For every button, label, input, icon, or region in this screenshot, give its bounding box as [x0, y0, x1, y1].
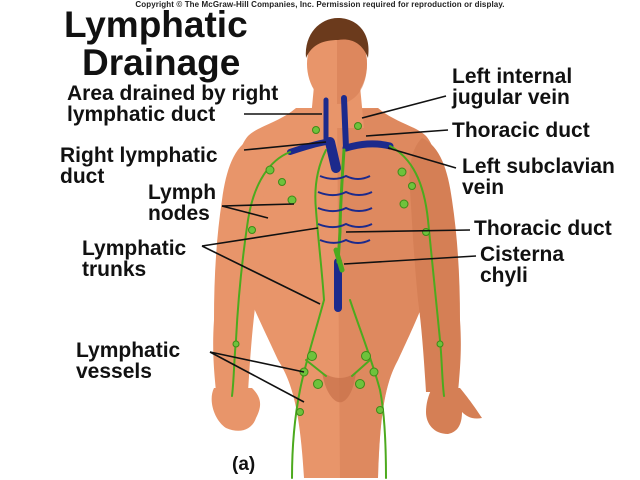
lymph-node — [278, 178, 286, 186]
label-lymphatic-trunks: Lymphatic trunks — [82, 238, 186, 280]
diagram-title-line-2: Drainage — [82, 42, 241, 83]
leader-lymphatic-trunks-b — [201, 245, 321, 305]
label-line: Lymphatic — [82, 237, 187, 260]
superior-vena-cava — [325, 137, 341, 173]
label-line: Lymph — [148, 181, 217, 204]
lymphatic-vessel-right-arm — [231, 151, 291, 397]
diagram-title-line-1: Lymphatic — [64, 4, 248, 45]
lymphatic-vessel-left-arm — [389, 145, 445, 397]
leader-lymph-nodes-a — [221, 205, 269, 219]
lymph-node — [376, 406, 384, 414]
lymph-node — [313, 379, 323, 389]
left-subclavian-vein — [342, 140, 394, 152]
label-line: duct — [60, 165, 105, 188]
label-line: Left internal — [452, 65, 573, 88]
label-lymphatic-vessels: Lymphatic vessels — [76, 340, 180, 382]
label-left-internal-jugular-vein: Left internal jugular vein — [452, 66, 572, 108]
lymph-node — [232, 340, 240, 348]
intercostal-vessel — [317, 206, 373, 212]
leader-thoracic-duct-upper — [365, 129, 449, 137]
label-area-drained-by-right-lymphatic-duct: Area drained by right lymphatic duct — [67, 83, 278, 125]
label-line: jugular vein — [452, 86, 570, 109]
intercostal-vessels — [317, 174, 373, 244]
label-line: Thoracic duct — [452, 119, 590, 142]
lymph-node — [296, 408, 304, 416]
lymphatic-vessel-left-leg — [349, 299, 387, 479]
leader-cisterna-chyli — [343, 255, 477, 265]
thoracic-duct — [336, 148, 346, 264]
left-arm — [409, 138, 461, 392]
intercostal-vessel — [319, 174, 371, 180]
lymph-node — [307, 351, 317, 361]
label-line: Area drained by right — [67, 82, 279, 105]
right-hand — [211, 388, 261, 431]
intercostal-vessel — [317, 222, 373, 228]
lymph-node — [355, 379, 365, 389]
copyright-notice: Copyright © The McGraw-Hill Companies, I… — [135, 0, 505, 9]
panel-letter: (a) — [232, 454, 256, 475]
veins — [287, 95, 394, 312]
lymphatic-vessel-groin-left — [351, 359, 371, 377]
leader-lymphatic-trunks-a — [201, 227, 319, 247]
label-line: lymphatic duct — [67, 103, 216, 126]
left-hand — [426, 388, 482, 434]
label-thoracic-duct-upper: Thoracic duct — [452, 120, 590, 141]
lymph-node — [361, 351, 371, 361]
label-line: Lymphatic — [76, 339, 181, 362]
lymph-nodes — [232, 122, 444, 416]
label-line: Left subclavian — [462, 155, 615, 178]
lymph-node — [399, 199, 409, 209]
left-internal-jugular-vein — [341, 95, 349, 151]
lymph-node — [408, 182, 416, 190]
lymph-node — [369, 367, 379, 377]
lymph-node — [287, 195, 297, 205]
label-line: vein — [462, 176, 505, 199]
label-line: Cisterna — [480, 243, 565, 266]
intercostal-vessel — [319, 238, 371, 244]
lymphatic-vessel-groin-right — [305, 359, 327, 377]
lymphatic-network — [231, 145, 445, 479]
groin-shade — [322, 372, 356, 403]
lymph-node — [354, 122, 362, 130]
lymph-node — [312, 126, 320, 134]
label-line: chyli — [480, 264, 528, 287]
label-cisterna-chyli: Cisterna chyli — [480, 244, 564, 286]
lymphatic-vessel-right-leg — [291, 299, 325, 479]
leader-lymphatic-vessels-a — [209, 351, 305, 373]
label-right-lymphatic-duct: Right lymphatic duct — [60, 145, 218, 187]
label-line: Right lymphatic — [60, 144, 218, 167]
lymphatic-trunk-right — [314, 149, 327, 301]
leader-right-lymphatic-duct — [243, 141, 327, 151]
cisterna-chyli — [333, 247, 345, 273]
leader-lymphatic-vessels-b — [209, 351, 305, 403]
leader-left-subclavian — [387, 147, 457, 169]
lymph-node — [265, 165, 275, 175]
leader-thoracic-duct-lower — [345, 229, 471, 233]
lymph-node — [248, 226, 256, 234]
hair — [305, 18, 369, 58]
lymph-node — [422, 228, 430, 236]
diagram-title: Lymphatic Drainage — [64, 6, 248, 82]
label-line: Thoracic duct — [474, 217, 612, 240]
leader-left-internal-jugular — [361, 95, 447, 119]
label-line: trunks — [82, 258, 147, 281]
label-thoracic-duct-lower: Thoracic duct — [474, 218, 612, 239]
label-lymph-nodes: Lymph nodes — [148, 182, 216, 224]
intercostal-vessel — [317, 190, 373, 196]
lymph-node — [436, 340, 444, 348]
label-line: vessels — [76, 360, 152, 383]
lymph-node — [397, 167, 407, 177]
leader-lymph-nodes-b — [221, 203, 295, 207]
label-left-subclavian-vein: Left subclavian vein — [462, 156, 615, 198]
leader-lines — [201, 95, 477, 403]
label-line: nodes — [148, 202, 210, 225]
